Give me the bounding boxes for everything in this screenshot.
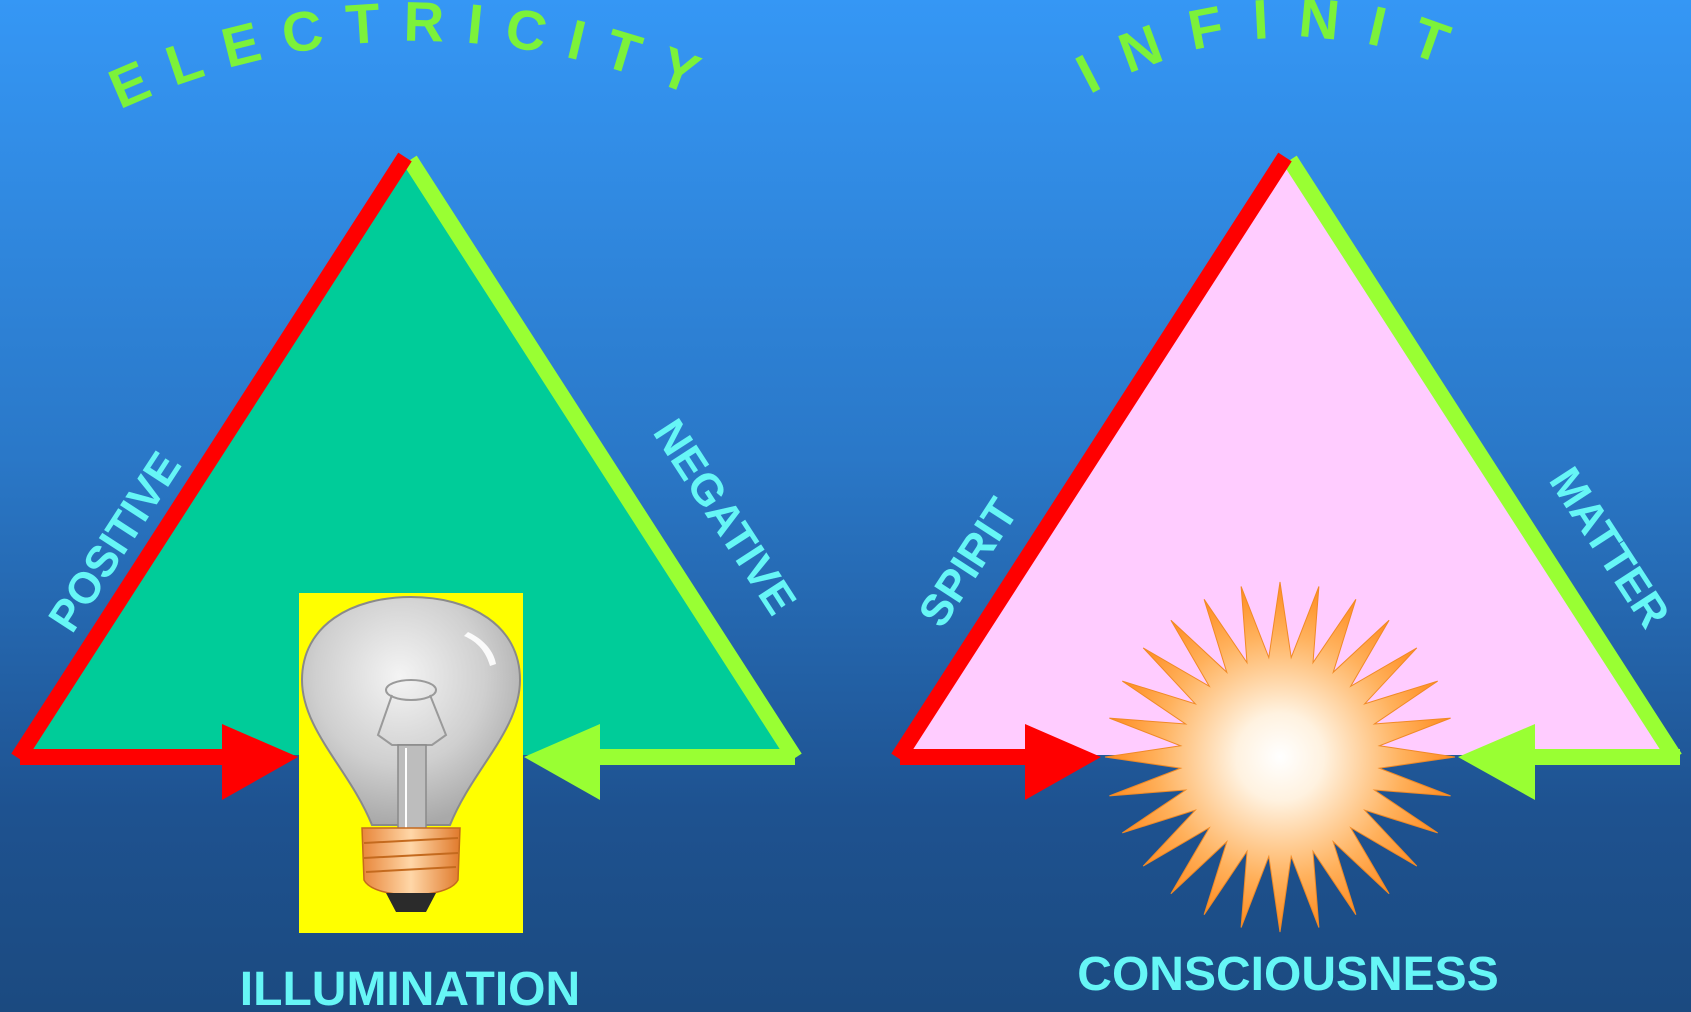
matter-arrow xyxy=(1458,724,1680,800)
positive-side-line xyxy=(11,152,412,763)
negative-side-line xyxy=(403,155,802,763)
illumination-label: ILLUMINATION xyxy=(240,963,580,1012)
starburst-icon xyxy=(1104,581,1456,933)
negative-arrow xyxy=(524,724,795,800)
light-bulb-icon xyxy=(299,593,523,933)
spirit-arrow xyxy=(900,724,1101,800)
electricity-title: ELECTRICITY xyxy=(100,0,729,120)
consciousness-label: CONSCIOUSNESS xyxy=(1077,948,1498,1001)
electricity-triangle xyxy=(20,162,800,755)
infinity-triangle xyxy=(900,162,1680,755)
electricity-diagram: ELECTRICITY POSITIVE NEGATIVE xyxy=(11,0,805,1012)
positive-arrow xyxy=(20,724,298,800)
spirit-side-line xyxy=(891,152,1292,763)
matter-side-line xyxy=(1283,155,1682,763)
infinity-title: INFINITY xyxy=(0,0,1484,105)
